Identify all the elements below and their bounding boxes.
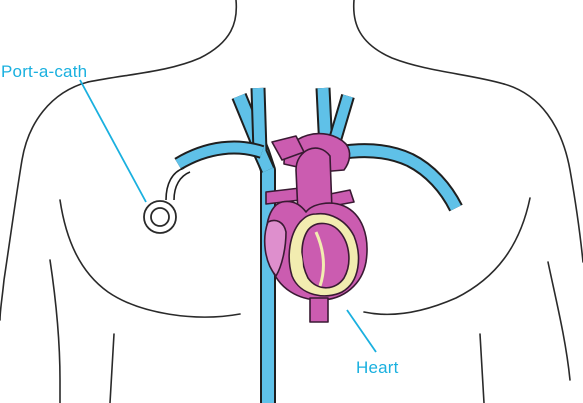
heart (263, 132, 368, 323)
catheter-tube (173, 171, 191, 201)
left-flank-line (109, 333, 115, 403)
left-chest-line (59, 199, 241, 318)
port-inner-ring (150, 207, 170, 227)
heart-leader-line (346, 309, 377, 353)
right-neck-line (352, 0, 505, 85)
coronary-line (294, 239, 303, 283)
left-shoulder-line (0, 81, 89, 321)
right-chest-line (363, 197, 531, 316)
coronary-line (314, 231, 325, 287)
right-flank-line (479, 333, 485, 403)
left-arm-line (49, 259, 61, 403)
ascending-aorta (295, 147, 333, 215)
left-neck-line (87, 0, 238, 83)
right-atrium (263, 219, 287, 277)
port-a-cath-label: Port-a-cath (1, 62, 87, 81)
catheter-tube (165, 167, 185, 201)
inferior-vena-cava (309, 297, 329, 323)
left-subclavian-vein (174, 140, 265, 171)
heart-label: Heart (356, 358, 399, 377)
port-leader-line (79, 79, 147, 203)
superior-vena-cava (231, 87, 276, 403)
port-device (143, 167, 191, 234)
right-arm-line (547, 261, 571, 381)
left-ventricle (301, 222, 350, 289)
right-shoulder-line (503, 83, 583, 263)
